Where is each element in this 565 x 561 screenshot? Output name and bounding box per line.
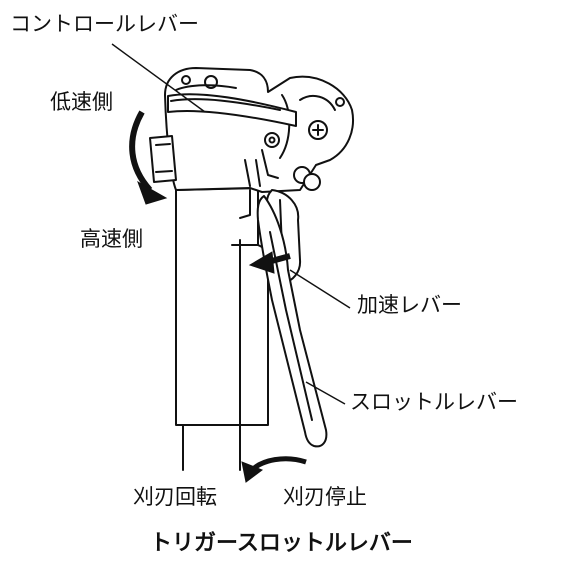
label-blade-rotation: 刈刃回転 bbox=[133, 485, 217, 509]
label-control-lever: コントロールレバー bbox=[10, 12, 199, 36]
grip-handle bbox=[175, 187, 269, 426]
label-blade-stop: 刈刃停止 bbox=[283, 485, 367, 509]
leader-throttle-lever bbox=[305, 381, 346, 405]
diagram-title: トリガースロットルレバー bbox=[150, 531, 413, 556]
leader-control-lever bbox=[111, 43, 206, 113]
rotation-arrow-shaft bbox=[129, 110, 153, 193]
shaft-tube bbox=[182, 424, 241, 471]
label-low-speed-side: 低速側 bbox=[50, 90, 113, 114]
control-lever-body bbox=[167, 93, 297, 127]
label-accel-lever: 加速レバー bbox=[357, 293, 462, 317]
control-lever-knob bbox=[149, 135, 177, 183]
label-throttle-lever: スロットルレバー bbox=[350, 390, 518, 414]
accel-arrow-head bbox=[248, 251, 275, 274]
leader-accel-lever bbox=[289, 269, 351, 309]
label-high-speed-side: 高速側 bbox=[80, 227, 143, 251]
blade-arrow-head bbox=[241, 461, 264, 483]
rotation-arrow-head bbox=[137, 180, 168, 205]
blade-arrow-shaft bbox=[250, 456, 307, 472]
